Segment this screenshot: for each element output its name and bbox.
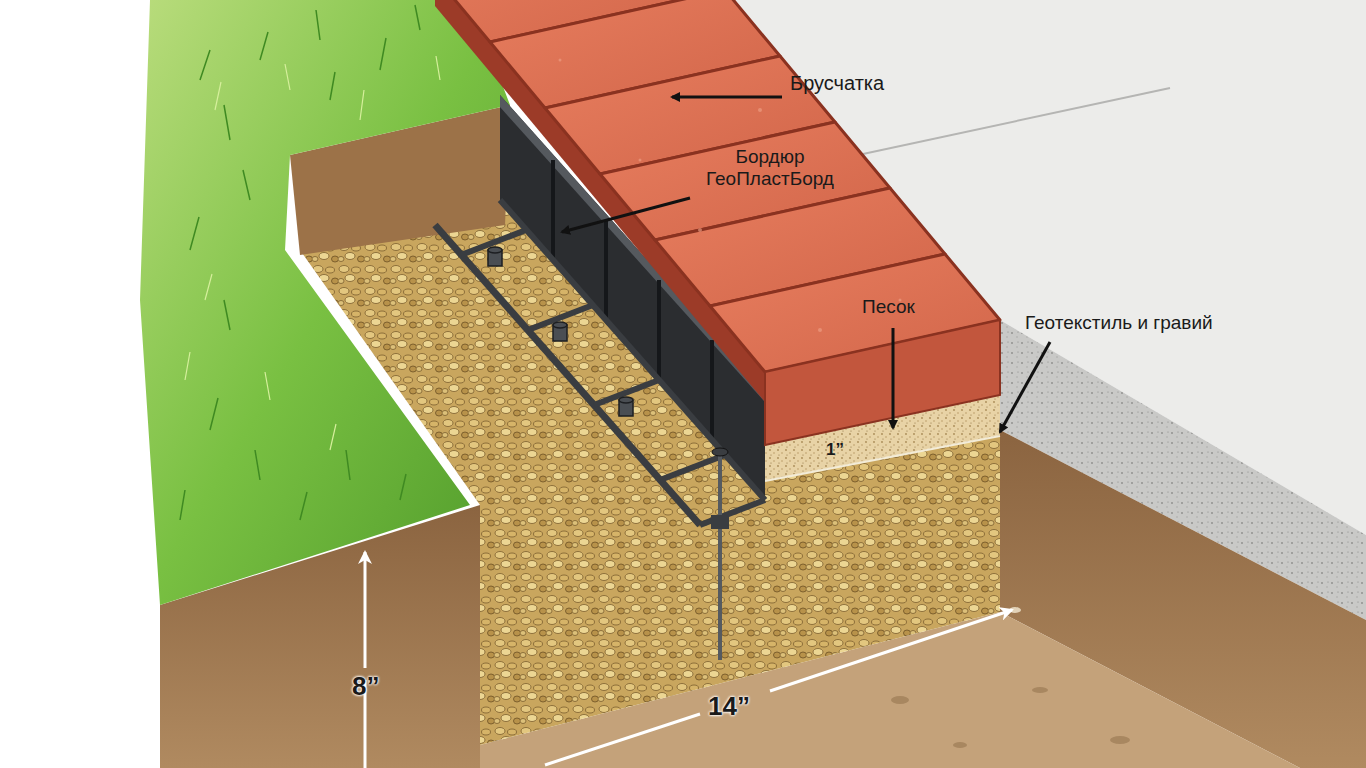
dimension-label: 14” bbox=[708, 692, 750, 722]
geotextile bbox=[765, 436, 1000, 481]
paving-bricks bbox=[435, 0, 1000, 445]
leader-lines bbox=[562, 97, 1050, 432]
part-label: Бордюр ГеоПластБорд bbox=[700, 146, 840, 190]
dimension-arrows bbox=[365, 552, 1012, 768]
grass-blades bbox=[180, 5, 420, 520]
part-label: Брусчатка bbox=[790, 72, 884, 95]
part-label: Песок bbox=[862, 296, 915, 318]
grass bbox=[140, 0, 510, 605]
slab-joint bbox=[835, 88, 1170, 160]
grass-blades-light bbox=[185, 56, 440, 450]
part-label: Геотекстиль и гравий bbox=[1025, 312, 1213, 334]
dimension-label: 8” bbox=[352, 672, 379, 702]
dimension-label: 1” bbox=[826, 440, 844, 460]
